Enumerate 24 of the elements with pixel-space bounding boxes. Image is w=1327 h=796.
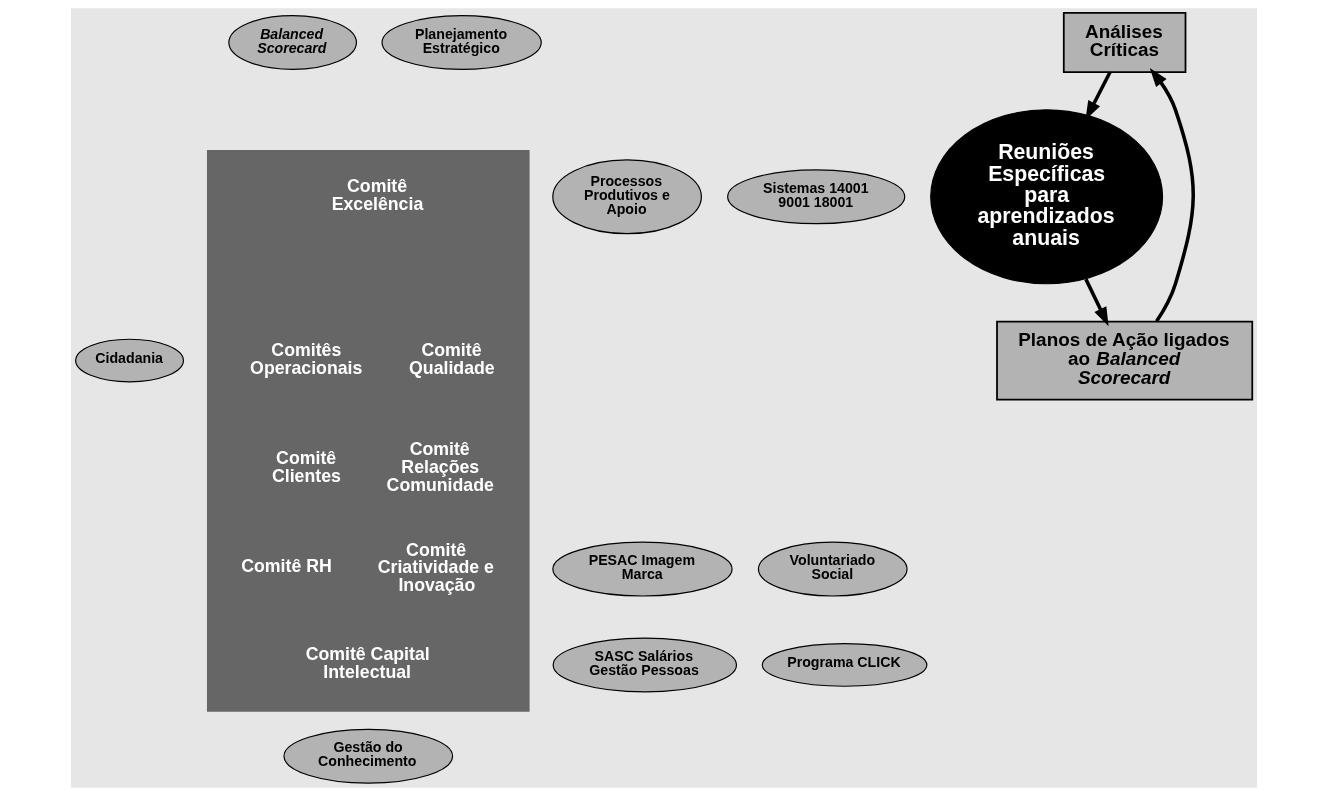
node-ellipse: Reuniões Específicas para aprendizados anuais [929, 109, 1163, 285]
node-ellipse: Gestão do Conhecimento [282, 728, 453, 784]
node-text: Comitê Clientes [271, 447, 341, 486]
node-ellipse: PESAC Imagem Marca [551, 541, 733, 597]
node-text: Comitê RH [240, 556, 332, 577]
node-ellipse: Processos Produtivos e Apoio [551, 159, 702, 235]
node-ellipse: SASC Salários Gestão Pessoas [552, 637, 737, 693]
node-ellipse: Sistemas 14001 9001 18001 [726, 169, 905, 225]
node-ellipse: Programa CLICK [761, 643, 927, 687]
arrow [1149, 67, 1195, 323]
node-ellipse: Planejamento Estratégico [380, 15, 542, 70]
cluster [206, 150, 530, 712]
node-box: Planos de Ação ligados ao Balanced Scorecard [995, 320, 1253, 401]
node-text: Comitê Relações Comunidade [386, 439, 494, 495]
node-text: Comitê Criatividade e Inovação [377, 539, 494, 595]
node-box: Análises Críticas [1062, 12, 1186, 73]
node-text: Comitê Capital Intelectual [305, 644, 430, 682]
node-text: Comitês Operacionais [249, 339, 362, 378]
node-ellipse: Voluntariado Social [757, 541, 908, 597]
node-text: Comitê Excelência [331, 176, 423, 214]
node-ellipse: Balanced Scorecard [227, 15, 357, 70]
node-ellipse: Cidadania [74, 338, 184, 383]
arrow [1083, 278, 1109, 327]
node-text: Comitê Qualidade [408, 339, 495, 378]
